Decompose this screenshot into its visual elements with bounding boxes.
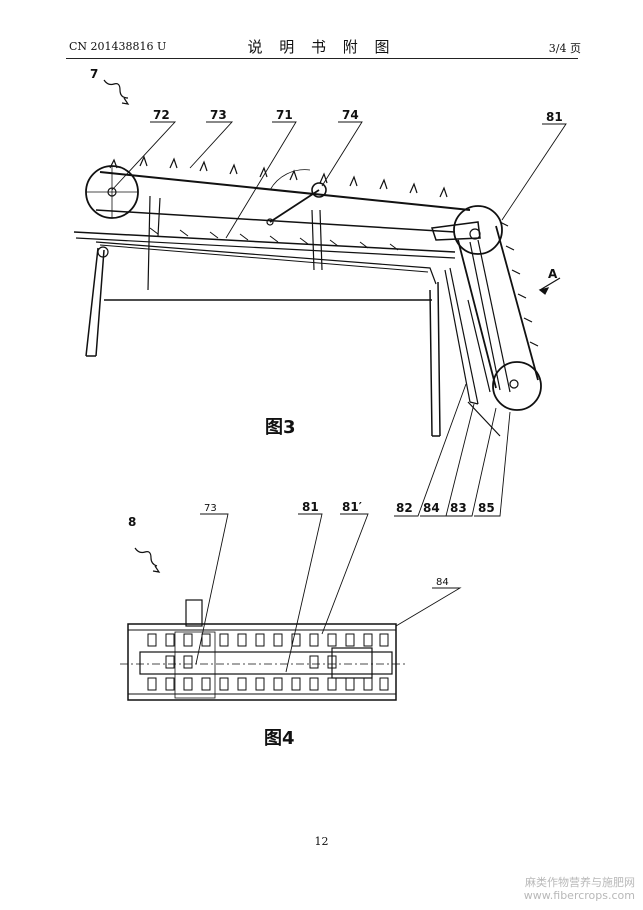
tensioner-wheel xyxy=(311,182,327,198)
belt-top-run xyxy=(99,171,471,211)
fig3-label-85: 85 xyxy=(478,501,495,515)
leg-left xyxy=(85,247,105,357)
fig4-label-81: 81 xyxy=(302,500,319,514)
fig4-label-81-prime: 81′ xyxy=(342,500,362,514)
patent-number: CN 201438816 U xyxy=(69,40,167,53)
fig3-label-73: 73 xyxy=(210,108,227,122)
watermark: 麻类作物营养与施肥网 www.fibercrops.com xyxy=(524,876,635,902)
page-number: 12 xyxy=(314,835,329,848)
frame-rail-upper xyxy=(73,231,456,253)
watermark-line-1: 麻类作物营养与施肥网 xyxy=(525,876,635,889)
leader-arrow xyxy=(121,97,130,105)
watermark-line-2: www.fibercrops.com xyxy=(523,889,635,902)
belt-bottom-run xyxy=(95,209,456,233)
fig3-label-81: 81 xyxy=(546,110,563,124)
page-fraction: 3/4 页 xyxy=(548,42,581,55)
figure-4 xyxy=(120,513,462,701)
fig3-label-84: 84 xyxy=(423,501,440,515)
figure-3 xyxy=(73,79,567,517)
fig3-label-74: 74 xyxy=(342,108,359,122)
fig3-label-82: 82 xyxy=(396,501,413,515)
fig3-caption: 图3 xyxy=(265,417,296,438)
fig4-label-84: 84 xyxy=(436,577,449,588)
pulley-85 xyxy=(492,361,542,411)
assembly-leader xyxy=(103,79,129,99)
fig3-label-72: 72 xyxy=(153,108,170,122)
figure-3-labels: 7 72 73 71 74 81 A 82 84 83 85 图3 xyxy=(90,67,563,515)
fig3-label-71: 71 xyxy=(276,108,293,122)
pulley-81 xyxy=(453,205,503,255)
fig4-label-73: 73 xyxy=(204,503,217,514)
fig4-ref-8: 8 xyxy=(128,515,136,529)
fig3-ref-7: 7 xyxy=(90,67,98,81)
leg-right xyxy=(429,281,441,437)
fig4-caption: 图4 xyxy=(264,728,295,749)
fig3-label-a: A xyxy=(548,267,558,281)
section-title: 说 明 书 附 图 xyxy=(247,38,396,56)
fig4-frame xyxy=(127,623,397,701)
header-rule xyxy=(66,58,578,59)
frame-rail-lower xyxy=(95,241,437,285)
figure-4-labels: 8 73 81 81′ 84 图4 xyxy=(128,500,449,749)
fig3-label-83: 83 xyxy=(450,501,467,515)
